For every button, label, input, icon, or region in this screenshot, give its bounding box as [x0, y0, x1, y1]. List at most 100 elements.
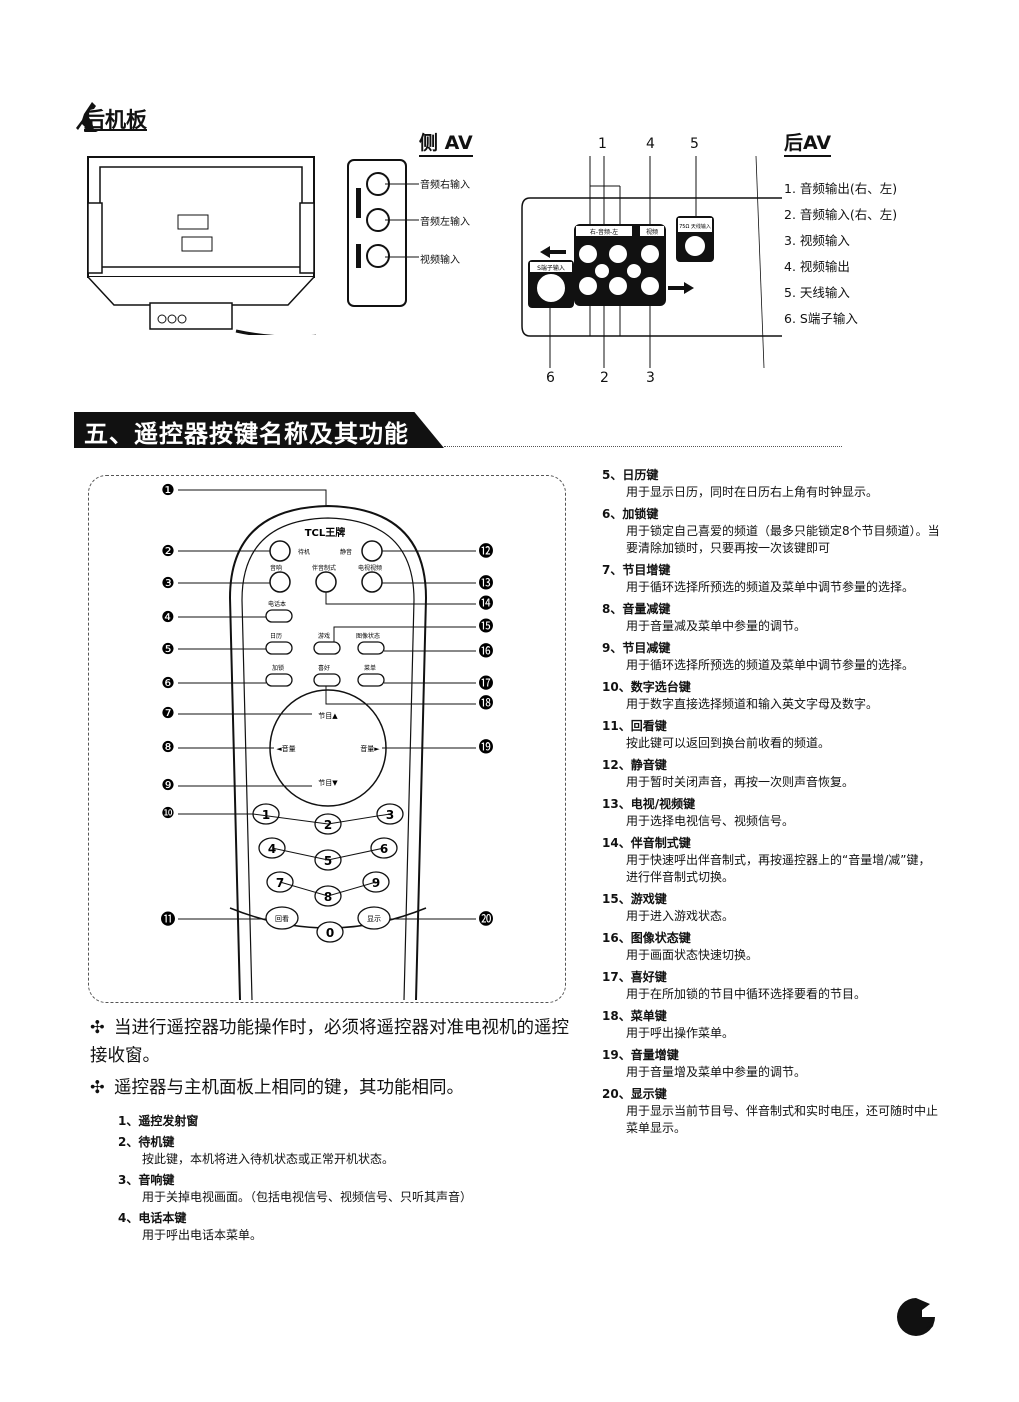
game-label: 游戏 [318, 632, 330, 640]
callout-right-16: ⓰ [478, 642, 493, 660]
callout-right-19: ⓳ [478, 738, 493, 756]
callout-right-17: ⓱ [478, 674, 493, 692]
digit-key-0[interactable] [316, 921, 344, 943]
volume-up-label[interactable]: 音量► [360, 744, 380, 753]
rear-av-antenna-label: 75Ω 天线输入 [679, 223, 711, 230]
channel-up-label[interactable]: 节目▲ [318, 712, 338, 720]
channel-down-label[interactable]: 节目▼ [318, 779, 338, 787]
item-title: 9、节目减键 [602, 641, 671, 655]
item-title: 1、遥控发射窗 [118, 1114, 199, 1128]
note-text: 当进行遥控器功能操作时，必须将遥控器对准电视机的遥控接收窗。 [90, 1018, 569, 1066]
recall-button[interactable] [265, 906, 299, 930]
callout-left-7: ❼ [161, 704, 174, 722]
note-text: 遥控器与主机面板上相同的键，其功能相同。 [114, 1078, 464, 1098]
legend-item: 4. 视频输出 [784, 259, 850, 274]
item-desc: 用于快速呼出伴音制式，再按遥控器上的“音量增/减”键，进行伴音制式切换。 [626, 853, 931, 884]
item-desc: 用于数字直接选择频道和输入英文字母及数字。 [626, 697, 879, 711]
key-list-left: 1、遥控发射窗 2、待机键 按此键，本机将进入待机状态或正常开机状态。 3、音响… [118, 1112, 578, 1247]
favorite-label: 喜好 [318, 664, 330, 672]
digit-8: 8 [324, 890, 332, 904]
item-title: 16、图像状态键 [602, 931, 691, 945]
item-title: 20、显示键 [602, 1087, 667, 1101]
kangaroo-logo-icon [76, 102, 98, 132]
rear-av-heading: 后AV [784, 128, 832, 157]
callout-right-18: ⓲ [478, 694, 493, 712]
display-button[interactable] [357, 906, 391, 930]
calendar-button[interactable] [265, 641, 293, 655]
rear-av-audio-label: 右-音频-左 [590, 228, 618, 236]
audio-button[interactable] [269, 571, 291, 593]
tv-av-button[interactable] [361, 571, 383, 593]
lock-label: 加锁 [272, 664, 284, 672]
volume-down-label[interactable]: ◄音量 [276, 744, 295, 753]
phonebook-button[interactable] [265, 609, 293, 623]
callout-left-5: ❺ [161, 640, 174, 658]
favorite-button[interactable] [313, 673, 341, 687]
phonebook-label: 电话本 [268, 600, 286, 608]
item-title: 10、数字选台键 [602, 680, 691, 694]
list-item: 8、音量减键用于音量减及菜单中参量的调节。 [602, 600, 942, 635]
picture-mode-label: 图像状态 [356, 632, 380, 640]
digit-0: 0 [326, 926, 334, 940]
list-item: 7、节目增键用于循环选择所预选的频道及菜单中调节参量的选择。 [602, 561, 942, 596]
standby-button[interactable] [269, 540, 291, 562]
item-title: 4、电话本键 [118, 1211, 187, 1225]
item-title: 8、音量减键 [602, 602, 671, 616]
callout-left-10: ❿ [161, 804, 174, 822]
key-list-right: 5、日历键用于显示日历，同时在日历右上角有时钟显示。 6、加锁键用于锁定自己喜爱… [602, 466, 942, 1141]
item-desc: 用于呼出操作菜单。 [626, 1026, 735, 1040]
side-av-label-audio-right: 音频右输入 [420, 180, 470, 191]
side-av-label-audio-left: 音频左输入 [420, 217, 470, 228]
digit-9: 9 [372, 876, 380, 890]
callout-right-15: ⓯ [478, 617, 493, 635]
section-divider [444, 446, 842, 447]
digit-4: 4 [268, 842, 276, 856]
item-desc: 用于显示日历，同时在日历右上角有时钟显示。 [626, 485, 879, 499]
item-desc: 用于循环选择所预选的频道及菜单中调节参量的选择。 [626, 658, 915, 672]
note-same-keys: ✣ 遥控器与主机面板上相同的键，其功能相同。 [90, 1074, 570, 1102]
callout-left-4: ❹ [161, 608, 174, 626]
standby-label: 待机 [298, 548, 310, 556]
callout-left-1: ❶ [161, 481, 174, 499]
list-item: 12、静音键用于暂时关闭声音，再按一次则声音恢复。 [602, 756, 942, 791]
digit-1: 1 [262, 808, 270, 822]
tv-av-label: 电视视频 [358, 564, 382, 572]
page-number: 3 [926, 1316, 935, 1332]
legend-item: 1. 音频输出(右、左) [784, 181, 898, 196]
note-aim-remote: ✣当进行遥控器功能操作时，必须将遥控器对准电视机的遥控接收窗。 [90, 1014, 570, 1070]
item-title: 5、日历键 [602, 468, 659, 482]
lock-button[interactable] [265, 673, 293, 687]
legend-item: 5. 天线输入 [784, 285, 850, 300]
bullet-icon: ✣ [90, 1078, 105, 1098]
side-av-label-video: 视频输入 [420, 255, 460, 266]
item-title: 11、回看键 [602, 719, 667, 733]
item-desc: 用于选择电视信号、视频信号。 [626, 814, 795, 828]
list-item: 5、日历键用于显示日历，同时在日历右上角有时钟显示。 [602, 466, 942, 501]
item-title: 2、待机键 [118, 1135, 175, 1149]
callout-2: 2 [600, 370, 609, 386]
list-item: 17、喜好键用于在所加锁的节目中循环选择要看的节目。 [602, 968, 942, 1003]
game-button[interactable] [313, 641, 341, 655]
item-desc: 用于在所加锁的节目中循环选择要看的节目。 [626, 987, 867, 1001]
digit-keys: 1 2 3 4 5 6 7 8 9 0 [252, 803, 404, 943]
callout-right-20: ⓴ [478, 910, 493, 928]
callout-left-6: ❻ [161, 674, 174, 692]
item-desc: 用于呼出电话本菜单。 [142, 1228, 263, 1242]
menu-button[interactable] [357, 673, 385, 687]
section-banner [74, 412, 444, 448]
sound-mode-button[interactable] [315, 571, 337, 593]
bullet-icon: ✣ [90, 1018, 105, 1038]
rear-av-panel: 右-音频-左 视频 75Ω 天线输入 S端子输入 [521, 156, 782, 368]
callout-5: 5 [690, 136, 699, 152]
picture-mode-button[interactable] [357, 641, 385, 655]
list-item: 2、待机键 按此键，本机将进入待机状态或正常开机状态。 [118, 1133, 578, 1168]
list-item: 10、数字选台键用于数字直接选择频道和输入英文字母及数字。 [602, 678, 942, 713]
remote-control-diagram: TCL王牌 待机 静音 音响 伴音制式 电视视频 电话本 日历 游戏 图像状态 … [160, 481, 494, 1000]
mute-button[interactable] [361, 540, 383, 562]
recall-label: 回看 [275, 915, 289, 923]
digit-2: 2 [324, 818, 332, 832]
list-item: 15、游戏键用于进入游戏状态。 [602, 890, 942, 925]
menu-label: 菜单 [364, 664, 376, 672]
tv-rear-drawing [87, 156, 316, 335]
item-desc: 用于音量减及菜单中参量的调节。 [626, 619, 807, 633]
